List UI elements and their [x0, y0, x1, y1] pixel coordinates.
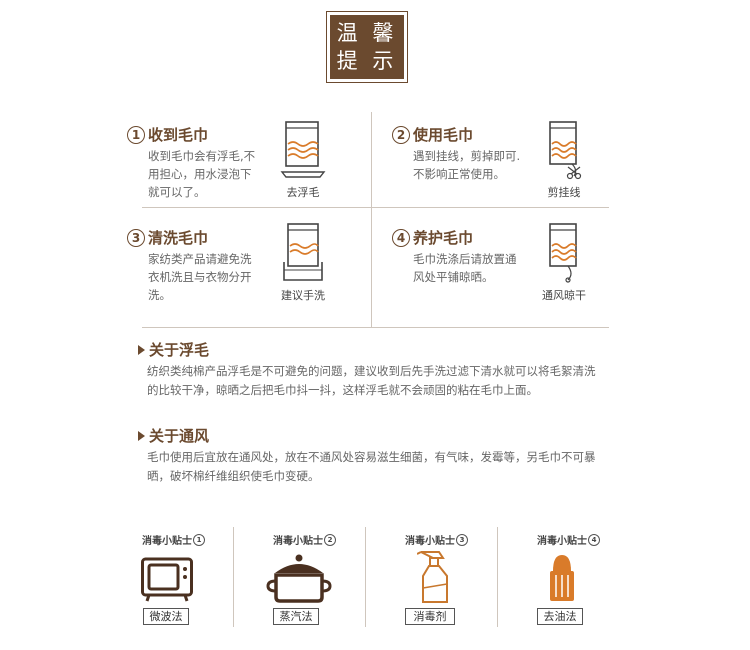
tip-divider: [233, 527, 234, 627]
arrow-icon: [138, 430, 145, 441]
cooking-pot-icon: [266, 553, 332, 607]
towel-handwash-icon: [280, 222, 326, 288]
grid-divider-v: [371, 112, 372, 327]
section-body: 毛巾使用后宜放在通风处，放在不通风处容易滋生细菌，有气味，发霉等，另毛巾不可暴晒…: [147, 450, 596, 483]
towel-hang-icon: [544, 222, 584, 288]
tip-description: 遇到挂线，剪掉即可. 不影响正常使用。: [413, 149, 521, 181]
tip-divider: [497, 527, 498, 627]
tip-description: 收到毛巾会有浮毛,不 用担心，用水浸泡下 就可以了。: [148, 149, 256, 199]
tip-title: 收到毛巾: [148, 126, 209, 144]
disinfect-method-label: 消毒剂: [405, 608, 455, 625]
microwave-tv-icon: [141, 556, 193, 606]
tip-icon-caption: 去浮毛: [286, 186, 320, 199]
tip-title: 使用毛巾: [413, 126, 474, 144]
title-badge: 温 馨 提 示: [326, 11, 408, 83]
spray-bottle-icon: [416, 548, 451, 608]
section-body: 纺织类纯棉产品浮毛是不可避免的问题，建议收到后先手洗过滤下清水就可以将毛絮清洗的…: [147, 364, 596, 397]
title-line-2: 提 示: [336, 49, 398, 73]
arrow-icon: [138, 344, 145, 355]
tip-title: 清洗毛巾: [148, 229, 209, 247]
tip-divider: [365, 527, 366, 627]
tip-number: 1: [127, 125, 145, 144]
about-ventilation-section: 关于通风 毛巾使用后宜放在通风处，放在不通风处容易滋生细菌，有气味，发霉等，另毛…: [138, 425, 598, 486]
section-title: 关于浮毛: [149, 341, 210, 359]
tip-number: 3: [127, 228, 145, 247]
tip-icon-caption: 建议手洗: [281, 289, 325, 302]
disinfect-method-label: 微波法: [143, 608, 189, 625]
tip-title: 养护毛巾: [413, 229, 474, 247]
section-title: 关于通风: [149, 427, 210, 445]
tip-description: 毛巾洗涤后请放置通 风处平铺晾晒。: [413, 252, 517, 284]
towel-soak-icon: [280, 120, 326, 182]
about-lint-section: 关于浮毛 纺织类纯棉产品浮毛是不可避免的问题，建议收到后先手洗过滤下清水就可以将…: [138, 339, 598, 400]
tip-icon-caption: 通风晾干: [542, 289, 586, 302]
title-line-1: 温 馨: [336, 21, 398, 45]
salt-shaker-icon: [547, 553, 577, 607]
disinfect-method-label: 蒸汽法: [273, 608, 319, 625]
tip-number: 2: [392, 125, 410, 144]
tip-icon-caption: 剪挂线: [547, 186, 581, 199]
disinfect-method-label: 去油法: [537, 608, 583, 625]
tip-description: 家纺类产品请避免洗 衣机洗且与衣物分开 洗。: [148, 252, 252, 302]
tip-number: 4: [392, 228, 410, 247]
grid-divider-h2: [142, 327, 609, 328]
grid-divider-h1: [142, 207, 609, 208]
towel-scissors-icon: [544, 120, 584, 186]
